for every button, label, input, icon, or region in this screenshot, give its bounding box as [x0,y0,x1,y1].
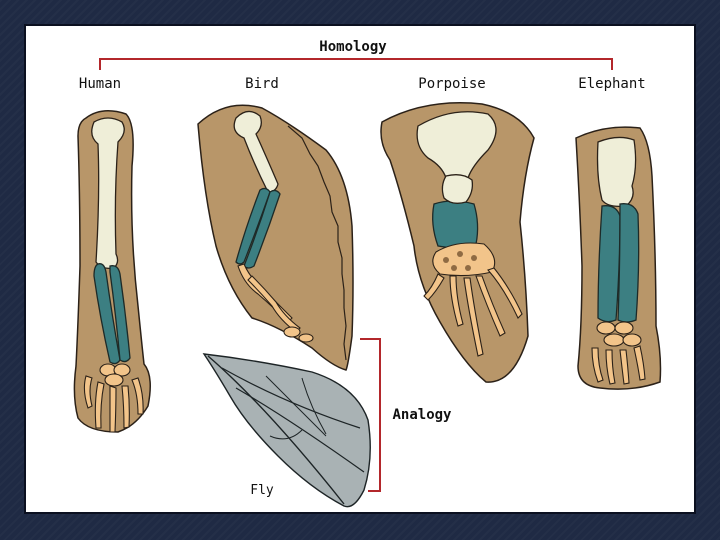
fly-label: Fly [250,483,274,498]
porpoise-flipper [381,103,534,382]
elephant-humerus [598,137,636,206]
slide-canvas: Homology Human Bird Porpoise Elephant [24,24,696,514]
homology-label: Homology [319,39,387,55]
bird-wing-outline [198,105,353,370]
fly-wing [204,354,370,507]
human-label: Human [79,76,121,92]
elephant-leg [576,127,661,389]
bird-label: Bird [245,76,279,92]
analogy-label: Analogy [392,407,452,423]
porpoise-label: Porpoise [418,76,485,92]
human-arm [74,111,150,432]
porpoise-radius-ulna [433,201,478,248]
analogy-bracket: Analogy [360,339,452,491]
fly-wing-shape [204,354,370,507]
homology-analogy-diagram: Homology Human Bird Porpoise Elephant [26,26,694,512]
bird-wing [198,105,353,370]
elephant-radius [598,206,620,322]
elephant-ulna [618,204,639,322]
elephant-label: Elephant [578,76,645,92]
homology-bracket: Homology [100,38,612,70]
